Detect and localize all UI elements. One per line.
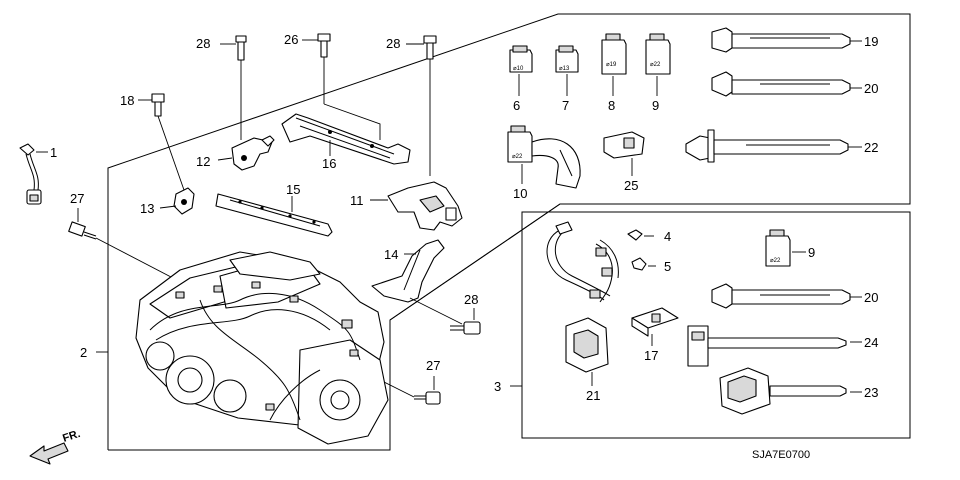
part-27-bolt-left: 27 bbox=[68, 191, 197, 291]
clip-5: 5 bbox=[631, 257, 671, 274]
callout-3: 3 bbox=[494, 379, 501, 394]
clip-8-size: ⌀19 bbox=[606, 62, 617, 68]
clip-10-boot: ⌀22 10 bbox=[507, 125, 581, 201]
callout-5: 5 bbox=[664, 259, 671, 274]
sub-harness bbox=[546, 221, 619, 303]
clip-6-size: ⌀10 bbox=[513, 66, 524, 72]
callout-7: 7 bbox=[562, 98, 569, 113]
callout-28: 28 bbox=[196, 36, 210, 51]
assembly-frame-lines bbox=[107, 13, 911, 451]
callout-21: 21 bbox=[586, 388, 600, 403]
callout-27: 27 bbox=[70, 191, 84, 206]
callout-14: 14 bbox=[384, 247, 398, 262]
cable-tie-22: 22 bbox=[685, 129, 878, 163]
cable-tie-19: 19 bbox=[711, 27, 878, 53]
callout-19: 19 bbox=[864, 34, 878, 49]
cable-tie-20: 20 bbox=[711, 71, 878, 97]
callout-9: 9 bbox=[652, 98, 659, 113]
part-13-clip: 13 bbox=[140, 187, 195, 216]
callout-24: 24 bbox=[864, 335, 878, 350]
callout-27: 27 bbox=[426, 358, 440, 373]
clip-7: ⌀13 7 bbox=[555, 45, 579, 113]
callout-18: 18 bbox=[120, 93, 134, 108]
callout-9: 9 bbox=[808, 245, 815, 260]
callout-20: 20 bbox=[864, 290, 878, 305]
front-direction-arrow: FR. bbox=[29, 428, 82, 465]
callout-13: 13 bbox=[140, 201, 154, 216]
callout-25: 25 bbox=[624, 178, 638, 193]
part-16-harness-cover: 16 bbox=[281, 103, 411, 171]
clip-9-second: ⌀22 9 bbox=[765, 229, 815, 267]
clip-17: 17 bbox=[631, 307, 679, 363]
diagram-code: SJA7E0700 bbox=[752, 449, 810, 461]
part-28-bolt-c: 28 bbox=[450, 292, 481, 335]
callout-28: 28 bbox=[386, 36, 400, 51]
callout-1: 1 bbox=[50, 145, 57, 160]
cable-tie-20-second: 20 bbox=[711, 283, 878, 309]
callout-10: 10 bbox=[513, 186, 527, 201]
clip-6: ⌀10 6 bbox=[509, 45, 533, 113]
callout-2: 2 bbox=[80, 345, 87, 360]
callout-11: 11 bbox=[350, 193, 364, 208]
callout-22: 22 bbox=[864, 140, 878, 155]
clip-25: 25 bbox=[603, 131, 645, 193]
part-18-bolt: 18 bbox=[120, 93, 185, 191]
part-14-bracket: 14 bbox=[371, 239, 463, 325]
callout-17: 17 bbox=[644, 348, 658, 363]
part-11-bracket: 11 bbox=[350, 181, 463, 231]
callout-16: 16 bbox=[322, 156, 336, 171]
box-3-label: 3 bbox=[494, 379, 522, 394]
clip-7-size: ⌀13 bbox=[559, 66, 570, 72]
cable-tie-24: 24 bbox=[687, 325, 878, 367]
engine-assembly: 2 bbox=[80, 251, 389, 445]
part-26-bolt: 26 bbox=[284, 32, 331, 104]
clip-9b-size: ⌀22 bbox=[770, 258, 781, 264]
part-12-bracket: 12 bbox=[196, 135, 275, 171]
clip-9-size: ⌀22 bbox=[650, 62, 661, 68]
clip-8: ⌀19 8 bbox=[601, 33, 627, 113]
clip-10-size: ⌀22 bbox=[512, 154, 523, 160]
front-label: FR. bbox=[61, 428, 82, 445]
part-28-bolt-a: 28 bbox=[196, 35, 247, 140]
clip-4: 4 bbox=[627, 229, 671, 244]
callout-15: 15 bbox=[286, 182, 300, 197]
callout-20: 20 bbox=[864, 81, 878, 96]
clip-9: ⌀22 9 bbox=[645, 33, 671, 113]
callout-6: 6 bbox=[513, 98, 520, 113]
cable-tie-23: 23 bbox=[719, 367, 878, 415]
part-15-harness-rod: 15 bbox=[215, 182, 333, 237]
part-28-bolt-b: 28 bbox=[386, 35, 437, 176]
callout-28: 28 bbox=[464, 292, 478, 307]
callout-23: 23 bbox=[864, 385, 878, 400]
part-27-bolt-right: 27 bbox=[363, 358, 441, 405]
part-1-sensor: 1 bbox=[19, 143, 57, 205]
callout-4: 4 bbox=[664, 229, 671, 244]
callout-26: 26 bbox=[284, 32, 298, 47]
grommet-21: 21 bbox=[565, 317, 609, 403]
callout-8: 8 bbox=[608, 98, 615, 113]
callout-12: 12 bbox=[196, 154, 210, 169]
